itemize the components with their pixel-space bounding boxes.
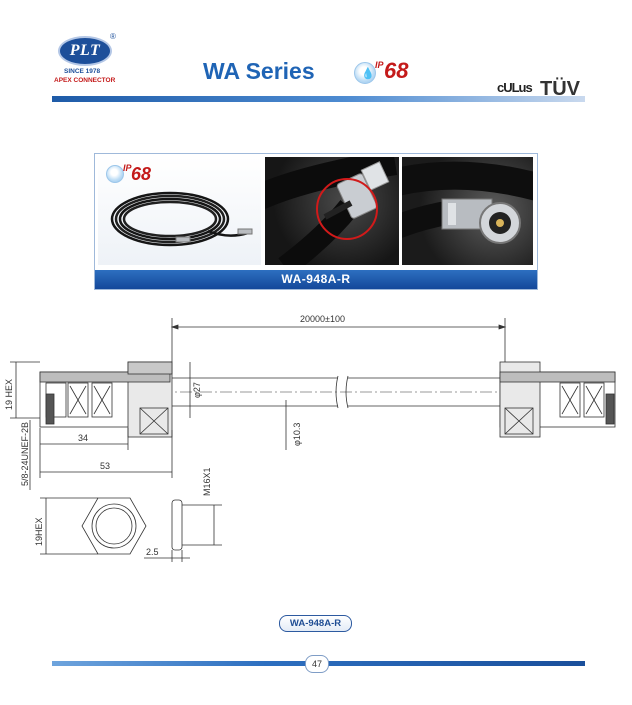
water-drop-icon [106,165,124,183]
dim-washer: 2.5 [146,547,159,557]
plt-logo: PLT ® SINCE 1978 APEX CONNECTOR [52,32,118,90]
panel-ip-prefix: IP [123,163,132,173]
part-number-label: WA-948A-R [279,615,352,632]
technical-drawing: 20000±100 19 HEX 5/8-24UNEF-2B 34 53 φ27… [4,314,616,562]
dim-34: 34 [78,433,88,443]
dim-cable-length: 20000±100 [300,314,345,324]
logo-brand: PLT [58,36,112,66]
water-drop-icon: 💧 [354,62,376,84]
panel-ip-value: 68 [131,164,152,184]
page-number: 47 [305,655,329,673]
header-divider-bar [52,96,585,102]
connector-closeup-illustration [265,157,398,265]
product-photo-panel: IP 68 [94,153,538,290]
dim-hex-19: 19 HEX [4,379,14,410]
connector-end-photo [402,157,533,265]
ip-value: 68 [384,58,409,83]
ul-certification-icon: cULus [497,80,533,95]
tuv-certification: TÜV [540,78,580,100]
logo-since: SINCE 1978 [64,68,101,75]
dim-hex-19-side: 19HEX [34,517,44,546]
panel-ip68-badge: IP 68 [106,163,164,184]
series-title: WA Series [203,58,315,84]
dim-thread: 5/8-24UNEF-2B [20,422,30,486]
dim-cable-dia: φ10.3 [292,423,302,446]
logo-registered-mark: ® [110,32,116,41]
photo-caption: WA-948A-R [95,270,537,289]
logo-company: APEX CONNECTOR [54,77,116,84]
ip68-badge: 💧 IP 68 [354,58,424,84]
ip-prefix: IP [375,60,384,70]
dim-nut-thread: M16X1 [202,467,212,496]
dim-outer-dia: φ27 [192,382,202,398]
coiled-cable-photo: IP 68 [98,157,261,265]
connector-end-illustration [402,161,533,244]
certifications: cULus TÜV [497,78,587,100]
coiled-cable-illustration [110,191,253,247]
dim-53: 53 [100,461,110,471]
connector-closeup-photo [265,157,399,265]
